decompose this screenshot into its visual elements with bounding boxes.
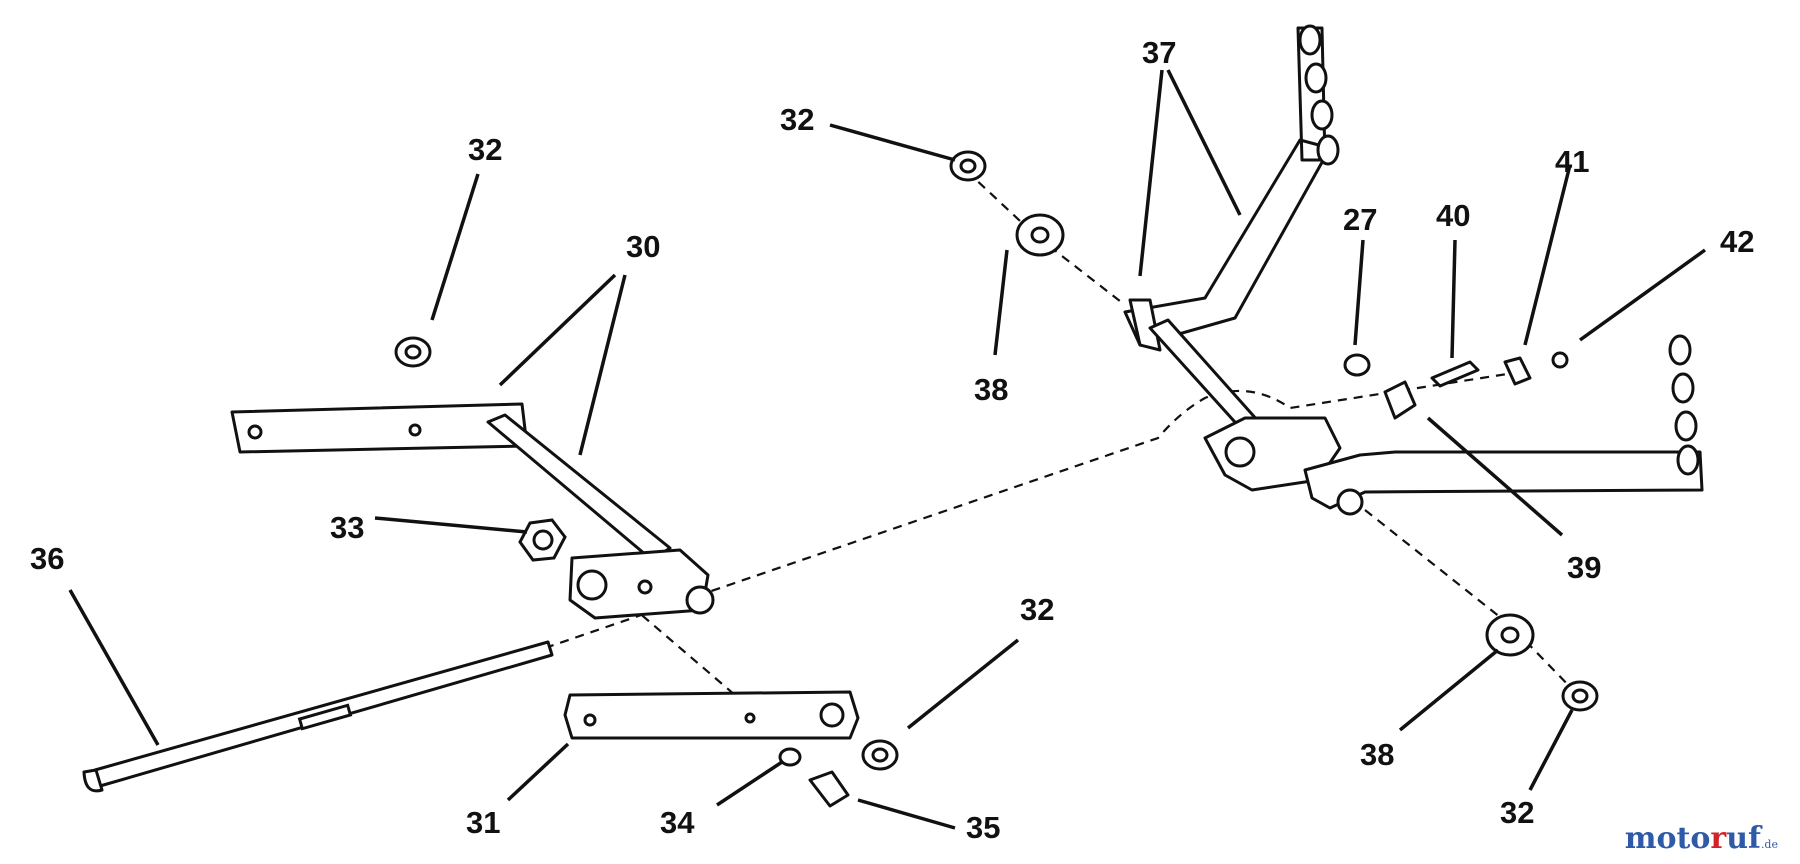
callout-35: 35 [966,810,1000,845]
callout-37: 37 [1142,35,1176,70]
nut-42 [1551,351,1569,369]
callout-36: 36 [30,541,64,576]
watermark-part-c: uf [1726,821,1761,856]
rod-part [82,640,554,793]
callout-34: 34 [660,805,695,840]
spacer-39 [1383,380,1417,420]
callout-32b: 32 [780,102,814,137]
callout-labels: 32 30 33 36 31 34 35 32 32 38 37 27 40 4… [30,35,1754,845]
hardware-parts [394,150,1599,808]
lift-arm-right-part [1123,24,1704,516]
watermark-tld: .de [1760,838,1778,851]
callout-32d: 32 [1500,795,1534,830]
washer-34 [778,747,802,767]
callout-41: 41 [1555,144,1589,179]
bushing-41 [1503,356,1532,386]
link-part [563,690,860,740]
watermark-part-a: moto [1624,821,1711,856]
callout-32a: 32 [468,132,502,167]
callout-33: 33 [330,510,364,545]
callout-38b: 38 [1360,737,1394,772]
watermark-part-b: r [1710,821,1727,856]
pin-40 [1430,360,1480,388]
washer-27 [1343,353,1371,377]
bolt-35 [808,770,850,808]
rockshaft-left-part [230,402,715,620]
callout-31: 31 [466,805,500,840]
assembly-lines [544,159,1576,696]
callout-40: 40 [1436,198,1470,233]
watermark-logo: motoruf.de [1625,821,1778,856]
callout-39: 39 [1567,550,1601,585]
callout-32c: 32 [1020,592,1054,627]
callout-42: 42 [1720,224,1754,259]
callout-38a: 38 [974,372,1008,407]
callout-30: 30 [626,229,660,264]
leader-lines [68,69,1707,830]
callout-27: 27 [1343,202,1377,237]
